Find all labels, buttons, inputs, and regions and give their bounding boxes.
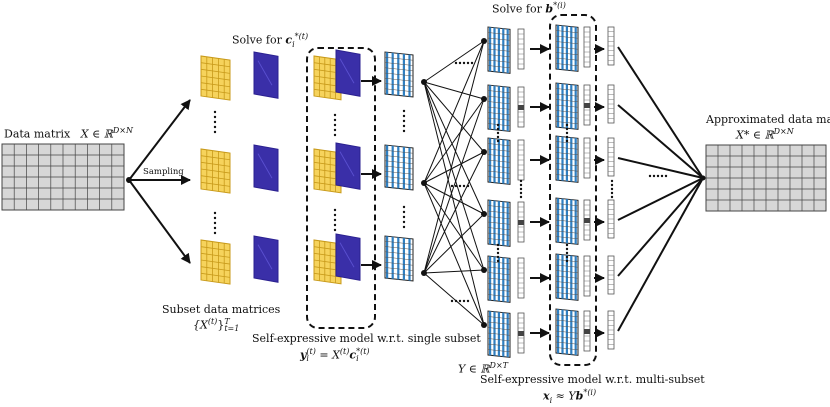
coef-matrix-2 bbox=[253, 144, 279, 192]
sampling-arrow-bottom bbox=[128, 179, 191, 264]
yw-stack-vdots-1 bbox=[565, 123, 569, 143]
combo-purple-2 bbox=[335, 142, 361, 190]
x-column-1 bbox=[607, 26, 615, 66]
Y-copy-1 bbox=[487, 26, 511, 74]
single-subset-title: Self-expressive model w.r.t. single subs… bbox=[252, 332, 481, 345]
subset-matrix-1 bbox=[200, 55, 231, 101]
subset-matrix-3 bbox=[200, 239, 231, 285]
ymat-vdots-2 bbox=[402, 205, 406, 229]
ymat-vdots-1 bbox=[402, 109, 406, 133]
subset-matrices-label: Subset data matrices bbox=[162, 303, 281, 316]
combo-vdots-2 bbox=[333, 208, 337, 232]
coef-matrix-1 bbox=[253, 51, 279, 99]
graph-hdots-3 bbox=[450, 299, 470, 303]
merge-line-6 bbox=[617, 177, 704, 332]
merge-line-4 bbox=[617, 177, 704, 221]
merge-line-2 bbox=[617, 104, 704, 179]
b-vector-3 bbox=[517, 139, 525, 181]
subset-matrix-2 bbox=[200, 148, 231, 194]
b-vector-4 bbox=[517, 201, 525, 243]
graph-right-node-3 bbox=[481, 149, 487, 155]
graph-right-node-5 bbox=[481, 267, 487, 273]
graph-hdots-1 bbox=[454, 61, 474, 65]
approx-matrix-grid bbox=[705, 144, 827, 212]
graph-right-node-4 bbox=[481, 211, 487, 217]
graph-right-node-1 bbox=[481, 38, 487, 44]
solve-for-b-label: Solve for b*(i) bbox=[492, 1, 566, 16]
Y-copy-3 bbox=[487, 137, 511, 185]
Y-weighted-4 bbox=[555, 197, 579, 245]
b-star-vector-6 bbox=[583, 310, 591, 352]
combo-purple-3 bbox=[335, 233, 361, 281]
y-stack-vdots-1 bbox=[496, 123, 500, 143]
b-stack-vdots bbox=[519, 179, 523, 199]
b-star-vector-5 bbox=[583, 255, 591, 297]
b-vector-6 bbox=[517, 312, 525, 354]
x-column-3 bbox=[607, 137, 615, 177]
x-column-4 bbox=[607, 199, 615, 239]
multi-subset-title: Self-expressive model w.r.t. multi-subse… bbox=[480, 373, 705, 386]
x-column-5 bbox=[607, 255, 615, 295]
sampling-label: Sampling bbox=[143, 167, 184, 177]
b-vector-1 bbox=[517, 28, 525, 70]
combo-vdots-1 bbox=[333, 113, 337, 137]
combo-purple-1 bbox=[335, 49, 361, 97]
Y-weighted-5 bbox=[555, 253, 579, 301]
single-subset-equation: y(t)i = X(t)c*(t)i bbox=[300, 347, 370, 363]
yw-stack-vdots-2 bbox=[565, 243, 569, 263]
data-matrix-grid bbox=[1, 143, 125, 211]
y-matrix-1 bbox=[384, 51, 414, 98]
Y-copy-4 bbox=[487, 199, 511, 247]
merge-line-1 bbox=[617, 46, 704, 179]
Y-copy-5 bbox=[487, 255, 511, 303]
y-matrix-3 bbox=[384, 235, 414, 282]
graph-right-node-2 bbox=[481, 96, 487, 102]
single-subset-dashed-box bbox=[306, 47, 376, 329]
subset-vdots-2 bbox=[213, 211, 217, 235]
b-star-vector-1 bbox=[583, 26, 591, 68]
sampling-arrow-top bbox=[128, 99, 191, 181]
graph-hdots-2 bbox=[450, 184, 470, 188]
bipartite-graph bbox=[423, 40, 485, 326]
graph-right-node-6 bbox=[481, 322, 487, 328]
merge-line-5 bbox=[617, 177, 704, 277]
y-matrix-2 bbox=[384, 144, 414, 191]
Y-weighted-1 bbox=[555, 24, 579, 72]
x-stack-vdots bbox=[610, 179, 614, 199]
b-star-vector-2 bbox=[583, 84, 591, 126]
Y-copy-2 bbox=[487, 84, 511, 132]
b-vector-2 bbox=[517, 86, 525, 128]
graph-left-node-1 bbox=[421, 79, 427, 85]
b-star-vector-3 bbox=[583, 137, 591, 179]
subset-vdots-1 bbox=[213, 110, 217, 134]
b-star-vector-4 bbox=[583, 199, 591, 241]
y-stack-vdots-2 bbox=[496, 243, 500, 263]
approx-matrix-formula: X* ∈ ℝD×N bbox=[736, 127, 794, 142]
y-matrix-label: Y ∈ ℝD×T bbox=[458, 361, 508, 376]
b-vector-5 bbox=[517, 257, 525, 299]
multi-subset-dashed-box bbox=[549, 14, 597, 366]
approx-matrix-label: Approximated data matrix bbox=[706, 113, 830, 126]
Y-weighted-2 bbox=[555, 82, 579, 130]
merge-line-3 bbox=[617, 157, 704, 179]
merge-hdots bbox=[648, 174, 668, 178]
merge-node bbox=[700, 175, 706, 181]
x-column-2 bbox=[607, 84, 615, 124]
Y-weighted-3 bbox=[555, 135, 579, 183]
Y-copy-6 bbox=[487, 310, 511, 358]
combo-yellow-2 bbox=[313, 148, 342, 194]
graph-left-node-2 bbox=[421, 180, 427, 186]
graph-left-node-3 bbox=[421, 270, 427, 276]
Y-weighted-6 bbox=[555, 308, 579, 356]
data-matrix-label: Data matrix X ∈ ℝD×N bbox=[4, 126, 133, 141]
solve-for-c-label: Solve for ci*(t) bbox=[232, 32, 309, 49]
multi-subset-equation: xi ≈ Yb*(i) bbox=[543, 388, 597, 405]
coef-matrix-3 bbox=[253, 235, 279, 283]
x-column-6 bbox=[607, 310, 615, 350]
